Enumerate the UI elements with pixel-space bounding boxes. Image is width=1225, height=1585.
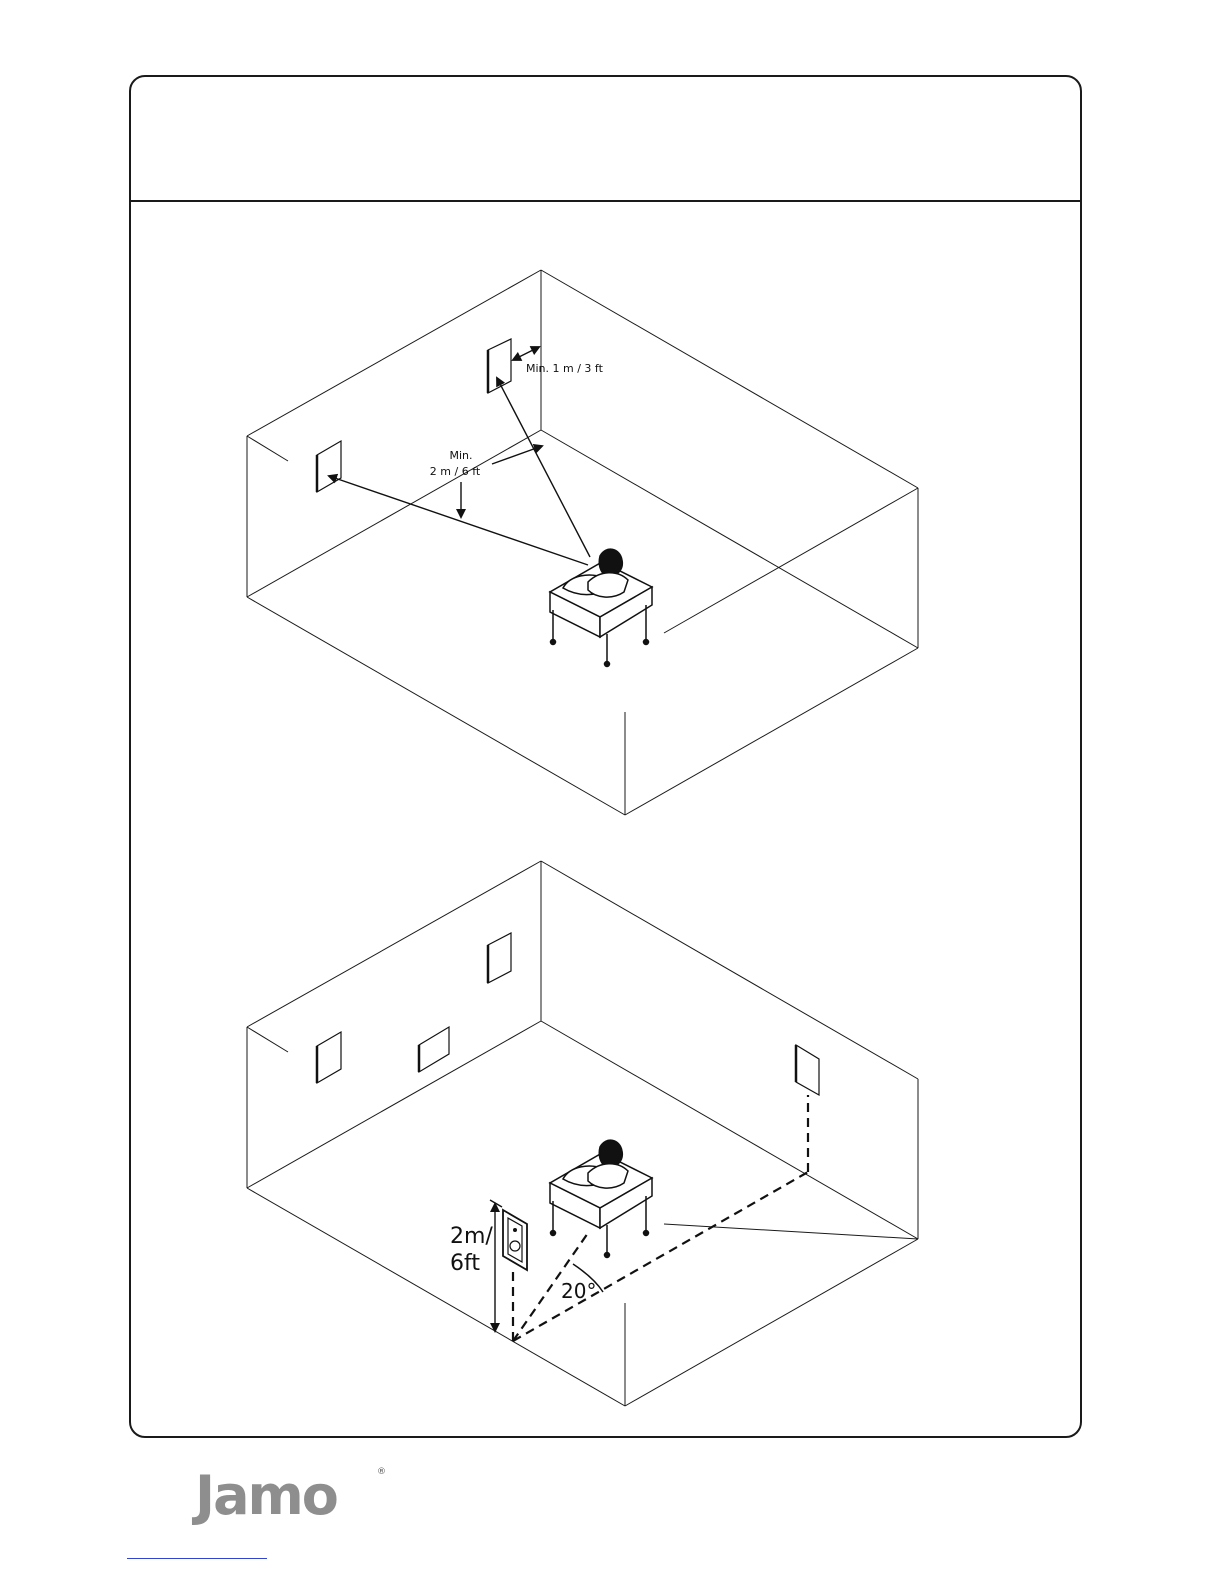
bottom-speaker-right <box>796 1045 819 1095</box>
bottom-speaker-center <box>419 1027 449 1072</box>
bottom-height-arrow <box>490 1200 502 1331</box>
bottom-angle-lines <box>513 1095 808 1341</box>
bottom-room-box <box>247 861 918 1406</box>
footer-link-underline <box>127 1558 267 1559</box>
label-height-line2: 6ft <box>450 1251 480 1276</box>
label-angle: 20° <box>561 1279 596 1303</box>
bottom-surround-speaker-front <box>503 1210 527 1270</box>
top-speaker-back <box>488 339 511 393</box>
registered-mark: ® <box>377 1467 386 1477</box>
label-min-listener-distance-line1: Min. <box>449 449 472 462</box>
top-speaker-left <box>317 441 341 492</box>
label-height-line1: 2m/ <box>450 1224 493 1249</box>
label-min-side-distance: Min. 1 m / 3 ft <box>526 362 604 375</box>
bottom-speaker-back <box>488 933 511 983</box>
top-listener-armchair <box>550 549 652 666</box>
jamo-logo: Jamo <box>195 1464 337 1527</box>
label-min-listener-distance-line2: 2 m / 6 ft <box>430 465 481 478</box>
bottom-speaker-left <box>317 1032 341 1083</box>
bottom-listener-armchair <box>550 1140 652 1257</box>
